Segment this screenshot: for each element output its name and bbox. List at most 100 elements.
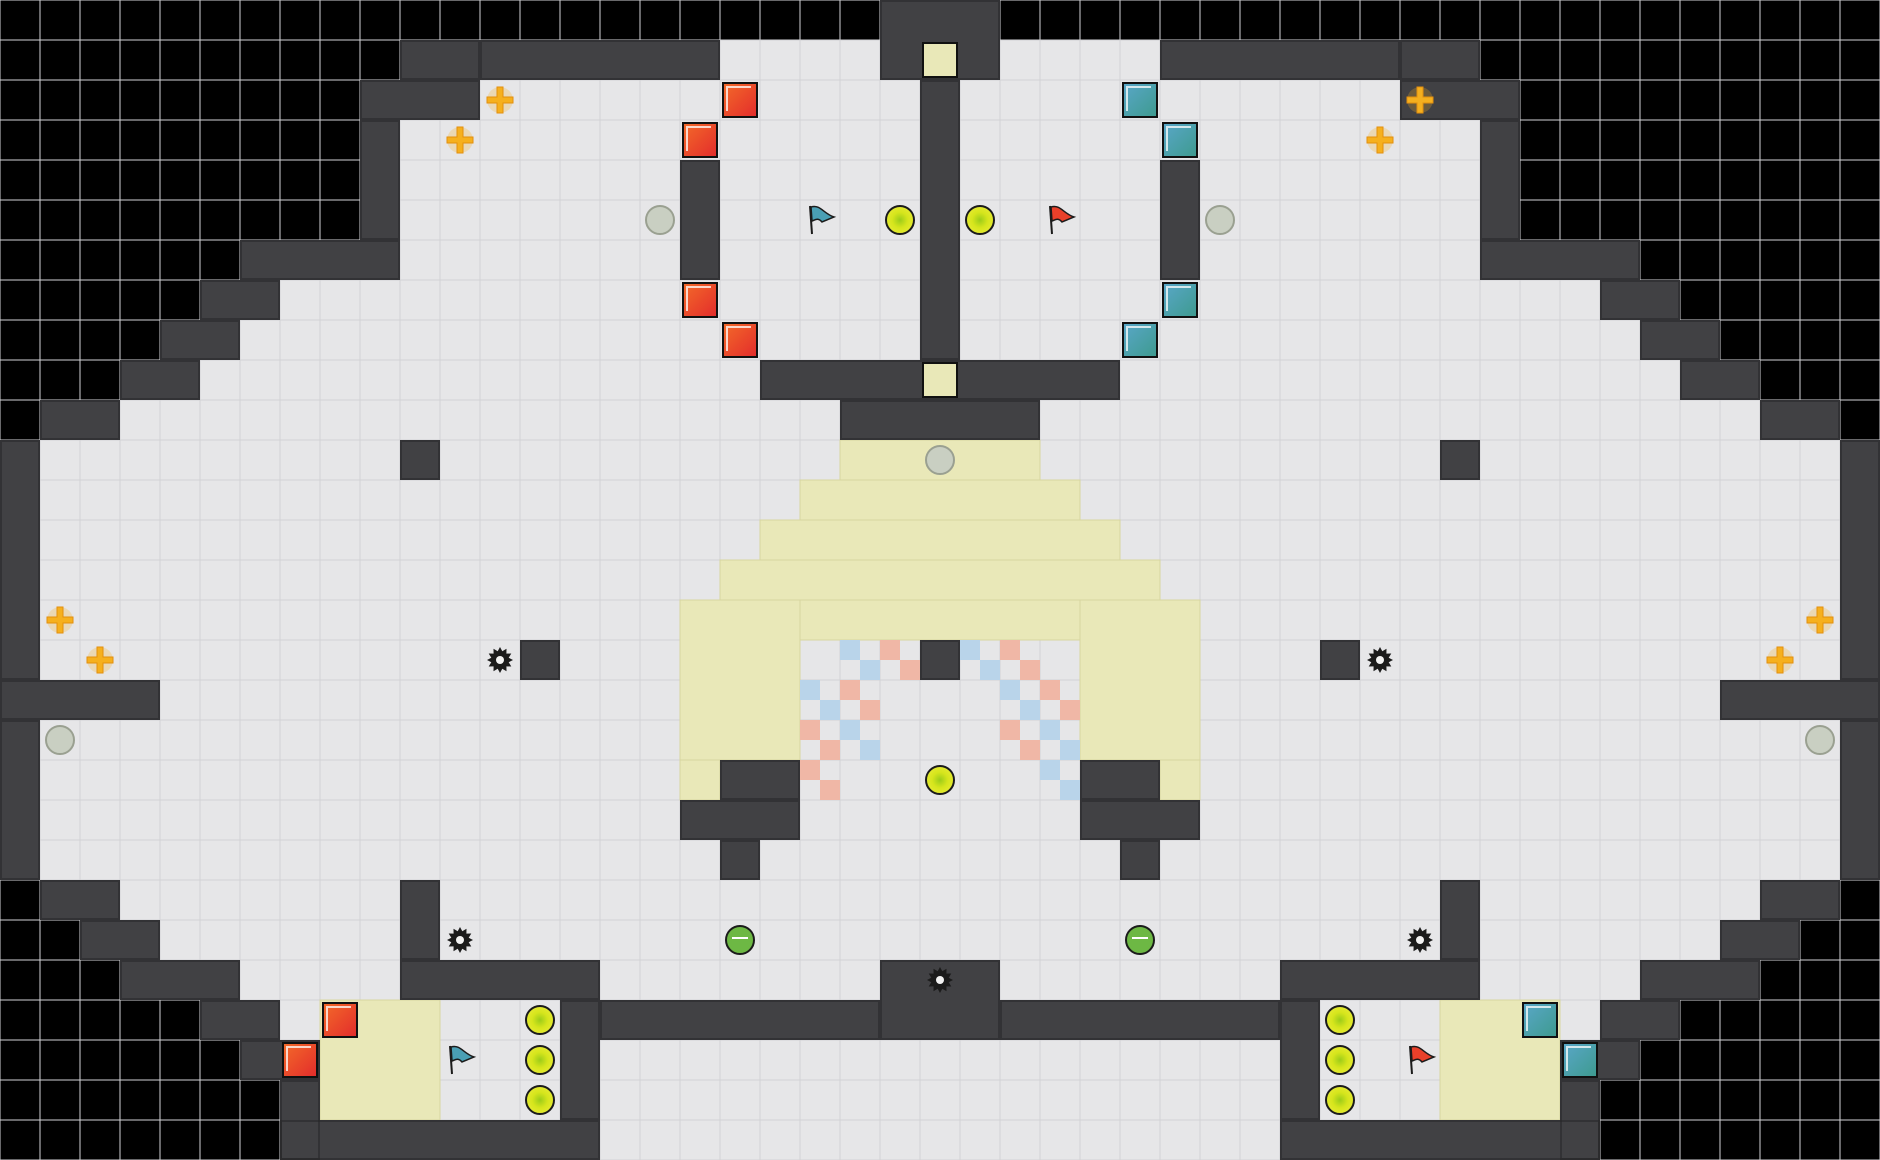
wall-block (120, 960, 240, 1000)
spike-core (936, 976, 944, 984)
checker-tile (1060, 780, 1080, 800)
wall-block (1720, 680, 1880, 720)
checker-tile (1060, 740, 1080, 760)
checker-tile (1000, 720, 1020, 740)
boost-pad (525, 1045, 555, 1075)
wall-block (520, 640, 560, 680)
powerup-icon (1366, 126, 1394, 154)
wall-edge (1840, 720, 1880, 880)
wall-block (280, 1120, 600, 1160)
wall-edge (880, 0, 1000, 80)
checker-tile (800, 680, 820, 700)
wall-edge (1120, 840, 1160, 880)
wall-block (1280, 1000, 1320, 1120)
blue-gate-shine (1526, 1006, 1551, 1031)
powerup-icon (486, 86, 514, 114)
wall-edge (680, 800, 800, 840)
wall-edge (1760, 400, 1840, 440)
red-gate (322, 1002, 358, 1038)
checker-tile (1040, 680, 1060, 700)
wall-edge (1280, 1120, 1600, 1160)
boost-pad (965, 205, 995, 235)
wall-block (1160, 40, 1400, 80)
speed-zone (1159, 759, 1201, 801)
wall-edge (1400, 80, 1520, 120)
floor-row (80, 920, 1800, 960)
wall-block (40, 880, 120, 920)
blue-gate (1562, 1042, 1598, 1078)
wall-edge (1840, 440, 1880, 680)
wall-edge (720, 760, 800, 800)
wall-block (1400, 40, 1480, 80)
floor-row (240, 1040, 1640, 1080)
checker-layer (319, 439, 1561, 1121)
boost-pad (885, 205, 915, 235)
boost-pad (1325, 1045, 1355, 1075)
red-gate (682, 122, 718, 158)
powerup-icon (1766, 646, 1794, 674)
neutral-marker (45, 725, 75, 755)
wall-edge (1600, 280, 1680, 320)
floor-row (0, 800, 1880, 840)
wall-block (0, 440, 40, 680)
blue-gate-shine (1566, 1046, 1591, 1071)
wall-edge (1480, 240, 1640, 280)
checker-tile (980, 660, 1000, 680)
wall-edge (1080, 800, 1200, 840)
speed-zone (679, 599, 801, 761)
wall-edge (520, 640, 560, 680)
blue-gate-shine (1166, 126, 1191, 151)
wall-edge (1440, 440, 1480, 480)
wall-block (1640, 960, 1760, 1000)
wall-block (720, 760, 800, 800)
neutral-marker (645, 205, 675, 235)
wall-edge (360, 120, 400, 240)
blue-gate (1162, 122, 1198, 158)
wall-block (600, 1000, 880, 1040)
wall-edge (160, 320, 240, 360)
powerup-icon (1406, 86, 1434, 114)
checker-tile (840, 640, 860, 660)
checker-tile (820, 700, 840, 720)
red-gate-shine (726, 86, 751, 111)
checker-tile (1000, 640, 1020, 660)
wall-edge (880, 960, 1000, 1040)
powerup-icon (86, 646, 114, 674)
blue-flag (810, 205, 837, 223)
wall-block (1080, 760, 1160, 800)
neutral-gate (922, 42, 958, 78)
wall-block (1480, 240, 1640, 280)
wall-edge (400, 440, 440, 480)
wall-block (1480, 120, 1520, 240)
blue-flag (450, 1045, 477, 1063)
red-gate-shine (286, 1046, 311, 1071)
wall-block (200, 280, 280, 320)
red-gate (282, 1042, 318, 1078)
boost-pad (1325, 1005, 1355, 1035)
wall-block (1840, 720, 1880, 880)
wall-block (720, 840, 760, 880)
checker-tile (900, 660, 920, 680)
wall-edge (360, 80, 480, 120)
speed-zone (759, 519, 1121, 561)
wall-edge (40, 880, 120, 920)
speed-zone (719, 559, 1161, 601)
wall-block (1760, 400, 1840, 440)
red-gate-shine (726, 326, 751, 351)
wall-block (400, 440, 440, 480)
wall-block (1640, 320, 1720, 360)
wall-edge (1440, 880, 1480, 960)
wall-edge (920, 640, 960, 680)
wall-edge (1760, 880, 1840, 920)
team-boost-pad (725, 925, 755, 955)
checker-tile (1020, 700, 1040, 720)
floor-row (0, 840, 1880, 880)
wall-edge (400, 40, 480, 80)
wall-block (1440, 440, 1480, 480)
neutral-marker (1205, 205, 1235, 235)
red-gate (722, 322, 758, 358)
wall-edge (1400, 40, 1480, 80)
wall-edge (1680, 360, 1760, 400)
boost-pad (525, 1005, 555, 1035)
